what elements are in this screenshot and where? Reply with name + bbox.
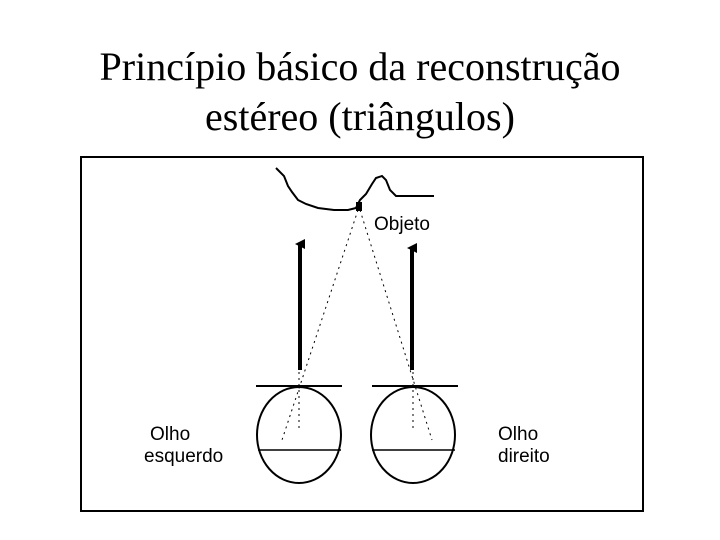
left-eye-label-line-2: esquerdo (144, 446, 223, 467)
object-label: Objeto (374, 214, 430, 235)
left-eye-label-line-1: Olho (150, 424, 190, 445)
right-eye-label-line-2: direito (498, 446, 550, 467)
right-projection-ray (360, 210, 432, 440)
right-eye-icon (371, 387, 455, 483)
left-eye-icon (257, 387, 341, 483)
object-point (356, 202, 362, 211)
object-surface-curve (276, 168, 434, 210)
right-eye-label-line-1: Olho (498, 424, 538, 445)
left-projection-ray (282, 210, 358, 440)
